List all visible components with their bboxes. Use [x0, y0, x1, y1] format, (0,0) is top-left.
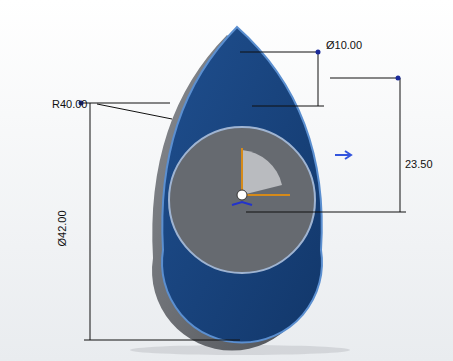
- origin-dot: [237, 190, 247, 200]
- dimension-lines: [81, 52, 406, 340]
- axis-y: [241, 148, 243, 195]
- axis-x: [242, 194, 290, 196]
- dimension-label: R40.00: [52, 99, 87, 110]
- dimension-label: Ø42.00: [57, 210, 68, 246]
- plane-sector: [242, 150, 282, 195]
- bore-hole: [169, 127, 315, 273]
- blue-arrow: [335, 151, 351, 159]
- blue-marker: [232, 202, 252, 205]
- dimension-label: 23.50: [405, 159, 433, 170]
- dimension-label: Ø10.00: [326, 40, 362, 51]
- dimension-endpoints: [79, 50, 401, 106]
- teardrop-face: [162, 27, 322, 343]
